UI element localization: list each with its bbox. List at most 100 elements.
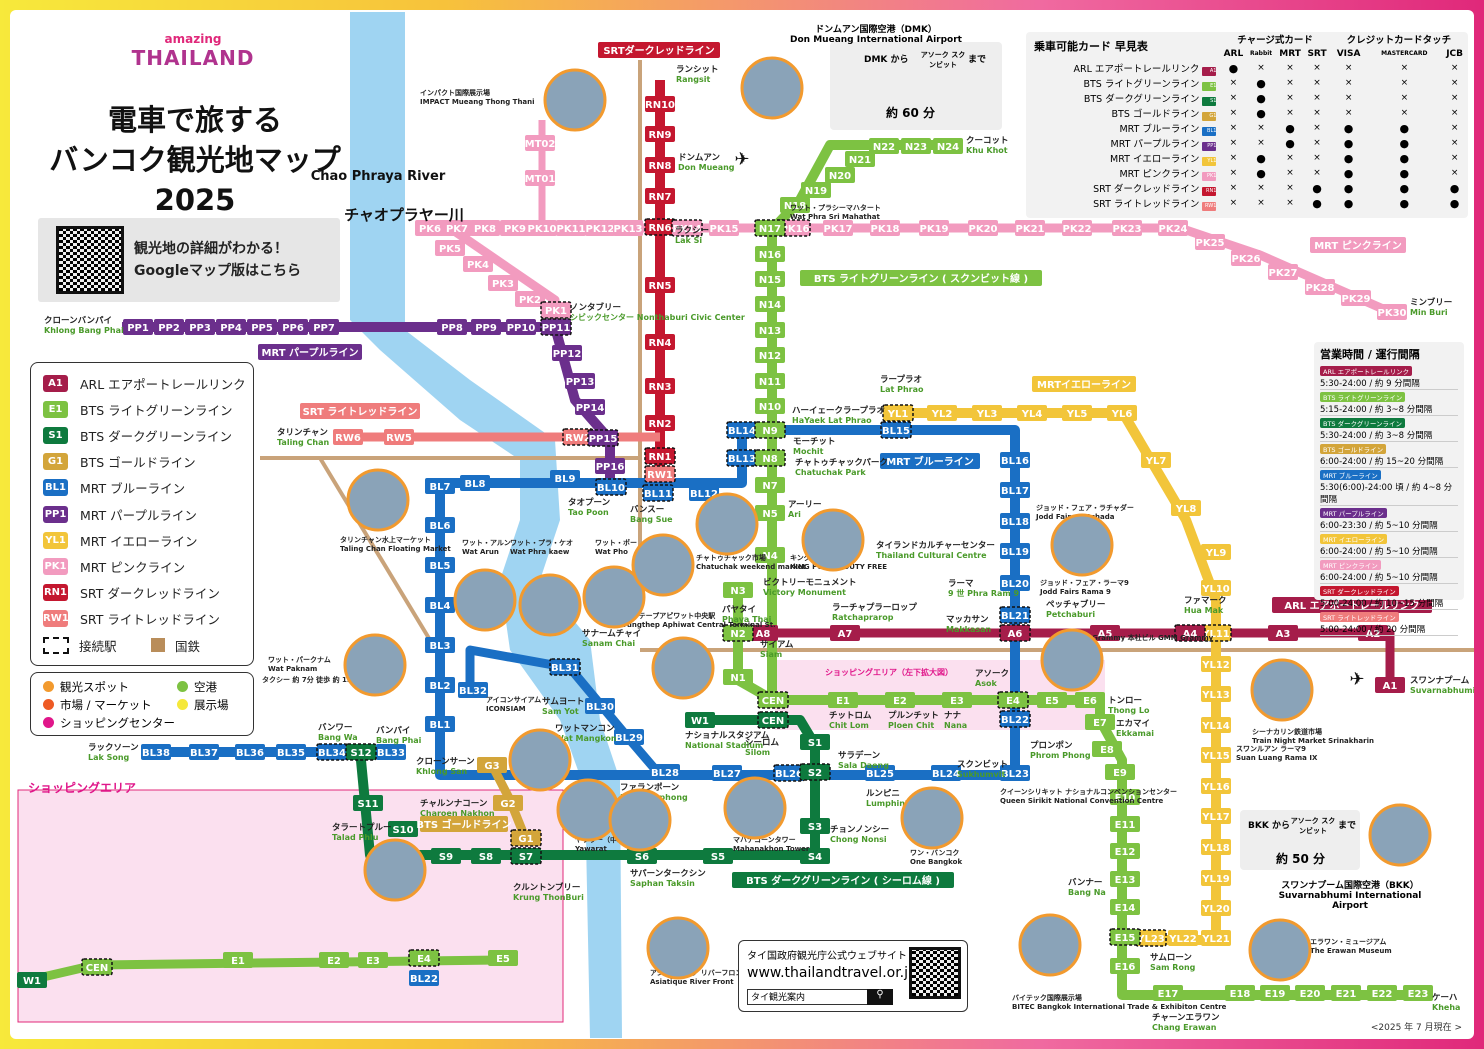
station-pk26[interactable]: PK26 xyxy=(1231,250,1261,266)
station-pp8[interactable]: PP8 xyxy=(437,319,467,335)
station-bl20[interactable]: BL20 xyxy=(1000,575,1030,591)
station-e15[interactable]: E15 xyxy=(1109,928,1141,946)
station-a1[interactable]: A1 xyxy=(1375,677,1405,693)
station-pk11[interactable]: PK11 xyxy=(556,220,586,236)
station-pp11[interactable]: PP11 xyxy=(540,318,572,336)
station-pk1[interactable]: PK1 xyxy=(540,301,572,319)
station-bl29[interactable]: BL29 xyxy=(614,729,644,745)
station-pk20[interactable]: PK20 xyxy=(968,220,998,236)
station-g1[interactable]: G1 xyxy=(510,829,542,847)
station-bl8[interactable]: BL8 xyxy=(460,475,490,491)
station-n23[interactable]: N23 xyxy=(901,138,931,154)
station-n9[interactable]: N9 xyxy=(754,421,786,439)
station-rw6[interactable]: RW6 xyxy=(333,429,363,445)
station-pp5[interactable]: PP5 xyxy=(247,319,277,335)
station-pk5[interactable]: PK5 xyxy=(435,240,465,256)
station-bl9[interactable]: BL9 xyxy=(550,470,580,486)
station-bl18[interactable]: BL18 xyxy=(1000,513,1030,529)
station-e3[interactable]: E3 xyxy=(358,952,388,968)
station-e14[interactable]: E14 xyxy=(1110,899,1140,915)
station-e6[interactable]: E6 xyxy=(1075,692,1105,708)
station-s7[interactable]: S7 xyxy=(510,847,542,865)
station-e18[interactable]: E18 xyxy=(1225,985,1255,1001)
station-bl34[interactable]: BL34 xyxy=(316,743,348,761)
station-pk19[interactable]: PK19 xyxy=(919,220,949,236)
station-n11[interactable]: N11 xyxy=(755,373,785,389)
station-n3[interactable]: N3 xyxy=(723,582,753,598)
search-box[interactable]: タイ観光案内 xyxy=(747,989,870,1005)
station-w1[interactable]: W1 xyxy=(17,972,47,988)
station-n5[interactable]: N5 xyxy=(755,505,785,521)
station-pk24[interactable]: PK24 xyxy=(1158,220,1188,236)
station-pk14[interactable]: PK14 xyxy=(671,219,703,237)
station-cen-silom[interactable]: CEN xyxy=(757,711,789,729)
station-s11[interactable]: S11 xyxy=(353,795,383,811)
station-bl16[interactable]: BL16 xyxy=(1000,452,1030,468)
station-pk12[interactable]: PK12 xyxy=(585,220,615,236)
station-e22[interactable]: E22 xyxy=(1367,985,1397,1001)
station-mt02[interactable]: MT02 xyxy=(525,135,556,151)
station-pp9[interactable]: PP9 xyxy=(471,319,501,335)
station-bl26[interactable]: BL26 xyxy=(773,764,805,782)
station-yl6[interactable]: YL6 xyxy=(1107,405,1137,421)
station-pp2[interactable]: PP2 xyxy=(154,319,184,335)
station-yl3[interactable]: YL3 xyxy=(972,405,1002,421)
station-bl28[interactable]: BL28 xyxy=(650,764,680,780)
station-pp4[interactable]: PP4 xyxy=(216,319,246,335)
station-e8[interactable]: E8 xyxy=(1092,741,1122,757)
station-bl11[interactable]: BL11 xyxy=(642,484,674,502)
station-pk13[interactable]: PK13 xyxy=(613,220,643,236)
station-n19[interactable]: N19 xyxy=(801,182,831,198)
station-yl20[interactable]: YL20 xyxy=(1201,900,1231,916)
station-rn5[interactable]: RN5 xyxy=(645,277,675,293)
station-bl32[interactable]: BL32 xyxy=(458,682,488,698)
station-bl35[interactable]: BL35 xyxy=(276,744,306,760)
station-e10[interactable]: E10 xyxy=(1110,789,1140,805)
station-bl37[interactable]: BL37 xyxy=(189,744,219,760)
station-yl12[interactable]: YL12 xyxy=(1201,656,1231,672)
station-n2[interactable]: N2 xyxy=(722,624,754,642)
station-bl3[interactable]: BL3 xyxy=(425,637,455,653)
station-yl8[interactable]: YL8 xyxy=(1171,500,1201,516)
station-n4[interactable]: N4 xyxy=(755,547,785,563)
station-pk30[interactable]: PK30 xyxy=(1377,304,1407,320)
station-pk28[interactable]: PK28 xyxy=(1305,279,1335,295)
station-rn3[interactable]: RN3 xyxy=(645,378,675,394)
station-a4[interactable]: A4 xyxy=(1174,624,1206,642)
website-qr-icon[interactable] xyxy=(909,947,961,999)
station-pp13[interactable]: PP13 xyxy=(565,373,595,389)
station-pk18[interactable]: PK18 xyxy=(870,220,900,236)
google-map-box[interactable]: 観光地の詳細がわかる！ Googleマップ版はこちら xyxy=(38,218,340,302)
station-e5[interactable]: E5 xyxy=(488,950,518,966)
station-e2[interactable]: E2 xyxy=(885,692,915,708)
station-n15[interactable]: N15 xyxy=(755,271,785,287)
station-g2[interactable]: G2 xyxy=(493,795,523,811)
station-e7[interactable]: E7 xyxy=(1085,714,1115,730)
station-s5[interactable]: S5 xyxy=(703,848,733,864)
station-yl16[interactable]: YL16 xyxy=(1201,778,1231,794)
station-pk22[interactable]: PK22 xyxy=(1062,220,1092,236)
station-a5[interactable]: A5 xyxy=(1090,625,1120,641)
station-s8[interactable]: S8 xyxy=(471,848,501,864)
station-n1[interactable]: N1 xyxy=(723,669,753,685)
station-pk16[interactable]: PK16 xyxy=(779,219,811,237)
station-yl7[interactable]: YL7 xyxy=(1141,452,1171,468)
inset-e4[interactable]: E4 xyxy=(408,949,440,967)
station-n16[interactable]: N16 xyxy=(755,246,785,262)
station-rw1[interactable]: RW1 xyxy=(644,465,676,483)
station-bl36[interactable]: BL36 xyxy=(235,744,265,760)
station-rn6[interactable]: RN6 xyxy=(644,218,676,236)
station-pp6[interactable]: PP6 xyxy=(278,319,308,335)
station-bl14[interactable]: BL14 xyxy=(726,421,758,439)
qr-code-icon[interactable] xyxy=(56,226,124,294)
station-bl24[interactable]: BL24 xyxy=(931,765,961,781)
station-pk7[interactable]: PK7 xyxy=(442,220,472,236)
station-pk4[interactable]: PK4 xyxy=(463,256,493,272)
station-pk29[interactable]: PK29 xyxy=(1341,290,1371,306)
station-pk6[interactable]: PK6 xyxy=(415,220,445,236)
station-pp7[interactable]: PP7 xyxy=(309,319,339,335)
station-bl22[interactable]: BL22 xyxy=(999,710,1031,728)
station-yl21[interactable]: YL21 xyxy=(1201,930,1231,946)
station-n17[interactable]: N17 xyxy=(754,219,786,237)
station-n12[interactable]: N12 xyxy=(755,347,785,363)
